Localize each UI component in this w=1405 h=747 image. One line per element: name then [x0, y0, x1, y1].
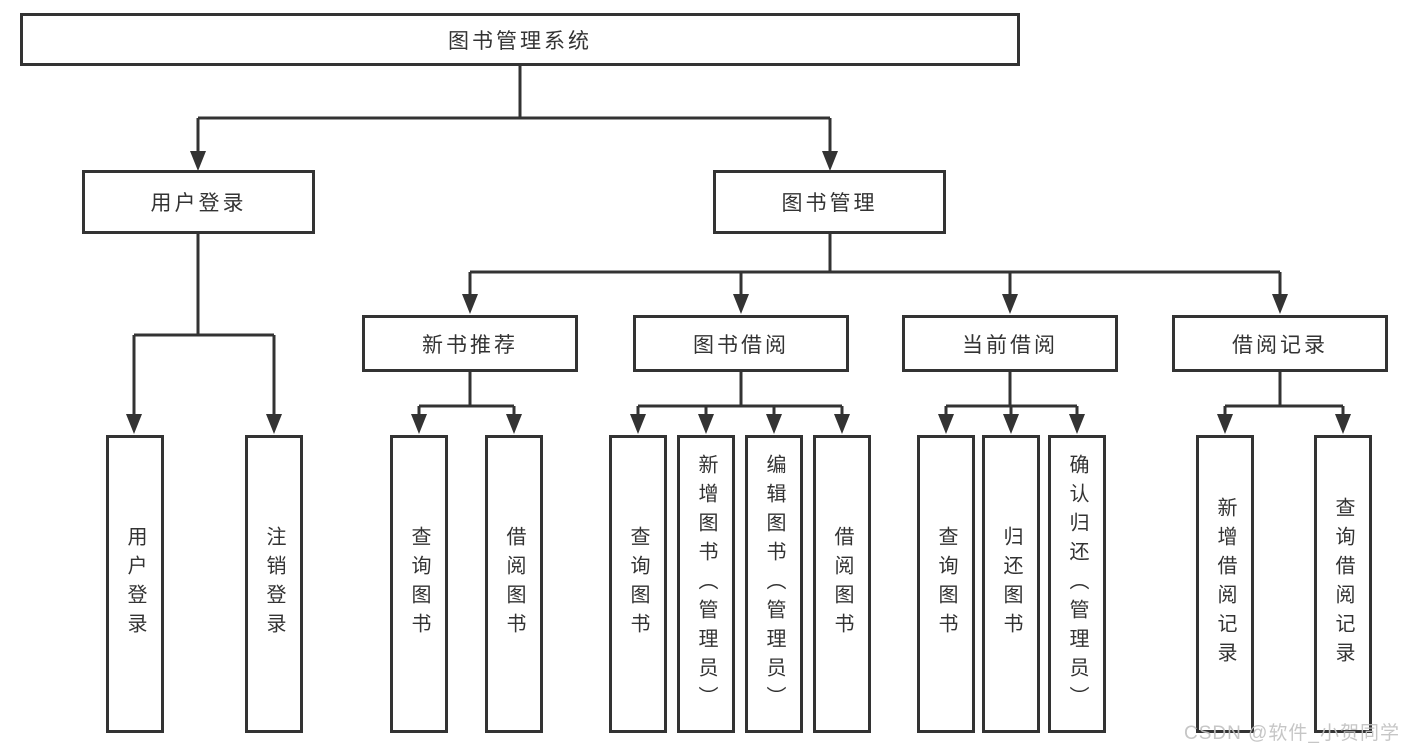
node-current-borrowing-label: 当前借阅 — [962, 333, 1058, 357]
node-root: 图书管理系统 — [20, 13, 1020, 66]
node-leaf-records-query: 查询借阅记录 — [1314, 435, 1372, 733]
node-leaf-borrowing-borrow: 借阅图书 — [813, 435, 871, 733]
node-book-management: 图书管理 — [713, 170, 946, 234]
node-leaf-borrowing-borrow-label: 借阅图书 — [831, 526, 853, 642]
node-root-label: 图书管理系统 — [448, 29, 592, 53]
node-leaf-newbooks-query: 查询图书 — [390, 435, 448, 733]
node-book-borrowing: 图书借阅 — [633, 315, 849, 372]
node-borrowing-records: 借阅记录 — [1172, 315, 1388, 372]
node-leaf-records-add-label: 新增借阅记录 — [1214, 497, 1236, 671]
node-leaf-current-confirm-admin-label: 确认归还（管理员） — [1066, 453, 1088, 715]
node-leaf-borrowing-add-admin: 新增图书（管理员） — [677, 435, 735, 733]
node-leaf-current-confirm-admin: 确认归还（管理员） — [1048, 435, 1106, 733]
node-current-borrowing: 当前借阅 — [902, 315, 1118, 372]
node-book-management-label: 图书管理 — [781, 192, 878, 215]
node-leaf-borrowing-query-label: 查询图书 — [627, 526, 649, 642]
node-leaf-current-return-label: 归还图书 — [1000, 526, 1022, 642]
node-leaf-logout-label: 注销登录 — [263, 526, 285, 642]
node-leaf-current-query: 查询图书 — [917, 435, 975, 733]
node-leaf-newbooks-borrow: 借阅图书 — [485, 435, 543, 733]
node-leaf-newbooks-query-label: 查询图书 — [408, 526, 430, 642]
node-leaf-logout: 注销登录 — [245, 435, 303, 733]
node-leaf-borrowing-edit-admin-label: 编辑图书（管理员） — [763, 453, 785, 715]
node-leaf-records-add: 新增借阅记录 — [1196, 435, 1254, 733]
node-borrowing-records-label: 借阅记录 — [1232, 333, 1328, 357]
watermark: CSDN @软件_小贺同学 — [1184, 723, 1400, 744]
node-leaf-user-login-label: 用户登录 — [124, 526, 146, 642]
node-leaf-borrowing-query: 查询图书 — [609, 435, 667, 733]
node-leaf-borrowing-edit-admin: 编辑图书（管理员） — [745, 435, 803, 733]
node-user-login-label: 用户登录 — [150, 192, 247, 215]
node-new-books: 新书推荐 — [362, 315, 578, 372]
node-user-login: 用户登录 — [82, 170, 315, 234]
node-book-borrowing-label: 图书借阅 — [693, 333, 789, 357]
node-leaf-user-login: 用户登录 — [106, 435, 164, 733]
node-leaf-records-query-label: 查询借阅记录 — [1332, 497, 1354, 671]
node-new-books-label: 新书推荐 — [422, 333, 518, 357]
node-leaf-current-query-label: 查询图书 — [935, 526, 957, 642]
node-leaf-current-return: 归还图书 — [982, 435, 1040, 733]
node-leaf-newbooks-borrow-label: 借阅图书 — [503, 526, 525, 642]
node-leaf-borrowing-add-admin-label: 新增图书（管理员） — [695, 453, 717, 715]
